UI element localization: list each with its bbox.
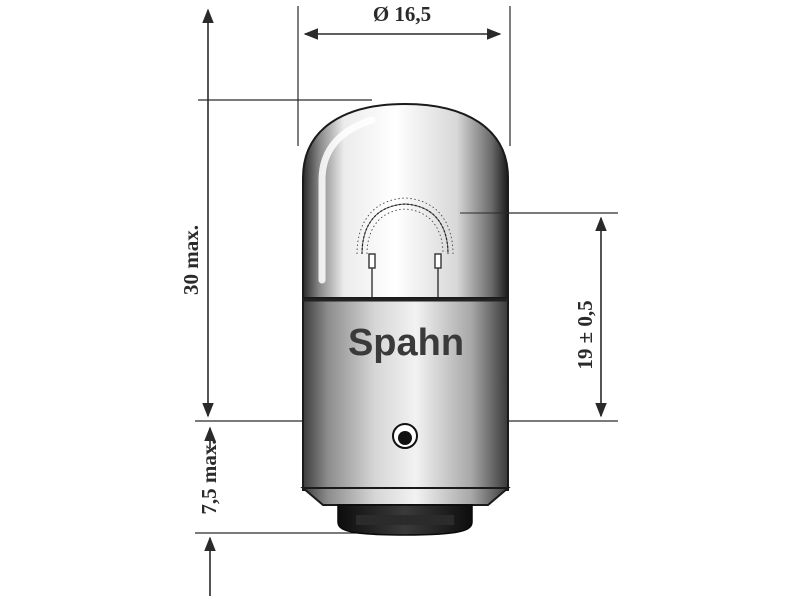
bulb-base [302,297,509,491]
glass-envelope [302,102,509,301]
brand-label: Spahn [348,322,464,364]
light-center-label: 19 ± 0,5 [573,300,597,369]
filament [356,197,454,300]
contact-solder [356,515,454,525]
diameter-label: Ø 16,5 [373,2,431,26]
base-length-label: 7,5 max. [197,439,221,514]
base-taper [300,487,511,506]
bayonet-pin-center [398,431,412,445]
bulb: Spahn [300,102,511,536]
glass-highlight [318,116,376,284]
overall-height-label: 30 max. [179,225,203,295]
